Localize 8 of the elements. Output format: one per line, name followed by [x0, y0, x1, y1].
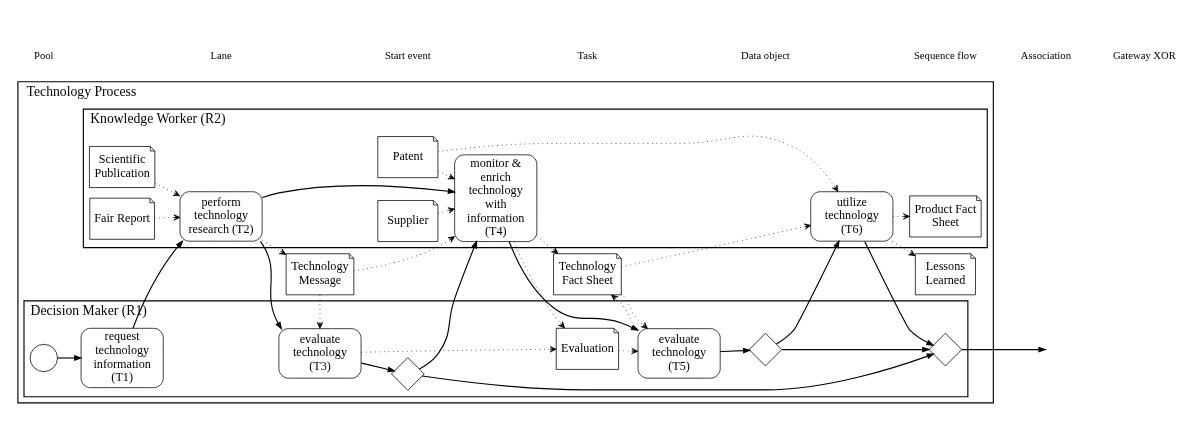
legend-label: Association — [1020, 49, 1071, 61]
legend-label: Data object — [741, 49, 790, 61]
legend-label: Pool — [34, 49, 54, 61]
legend-label: Gateway XOR — [1112, 49, 1176, 61]
legend-label: Start event — [384, 49, 431, 61]
legend-label: Task — [577, 49, 598, 61]
legend-label: Lane — [210, 49, 232, 61]
legend-label: Sequence flow — [913, 49, 977, 61]
